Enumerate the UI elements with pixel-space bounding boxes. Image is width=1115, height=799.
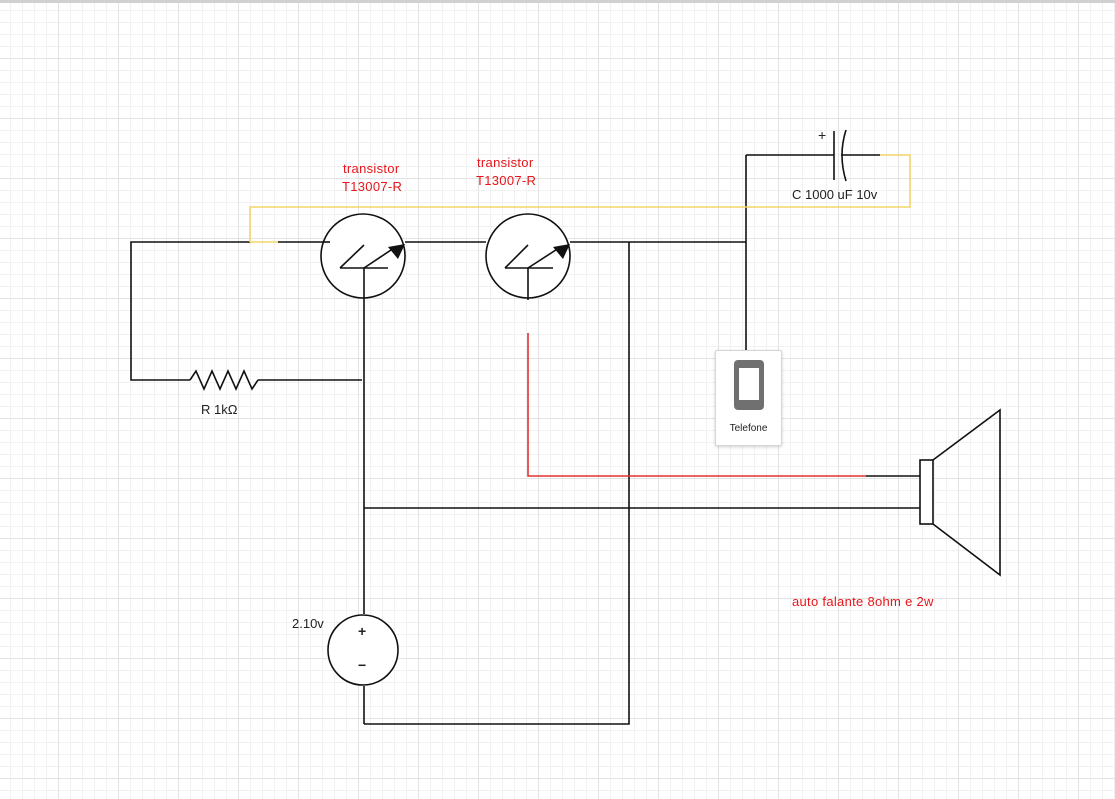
speaker-label: auto falante 8ohm e 2w <box>792 594 934 609</box>
resistor-label: R 1kΩ <box>201 402 238 417</box>
source-minus-sign: − <box>358 657 367 673</box>
loudspeaker-symbol <box>866 408 1001 577</box>
capacitor-label: C 1000 uF 10v <box>792 187 878 202</box>
wire-left-loop <box>130 241 250 381</box>
resistor-symbol <box>189 369 259 391</box>
wire-signal-red <box>527 333 866 477</box>
wire-link-yellow <box>249 154 911 243</box>
smartphone-icon <box>733 359 765 416</box>
transistor-2-arrow <box>553 244 570 259</box>
voltage-source-symbol <box>327 614 399 686</box>
transistor-1-label-line2: T13007-R <box>342 179 403 194</box>
canvas-top-border <box>0 0 1115 3</box>
phone-label: Telefone <box>729 423 768 434</box>
wire-right-rail <box>364 242 630 725</box>
transistor-2-label-line2: T13007-R <box>476 173 537 188</box>
transistor-1-symbol <box>320 213 406 300</box>
transistor-1-label-line1: transistor <box>343 161 400 176</box>
transistor-1-arrow <box>388 244 405 259</box>
capacitor-symbol <box>833 129 880 182</box>
phone-component[interactable]: Telefone <box>715 350 782 446</box>
source-voltage-label: 2.10v <box>292 616 324 631</box>
transistor-2-symbol <box>485 213 571 300</box>
transistor-2-label-line1: transistor <box>477 155 534 170</box>
capacitor-plus-sign: + <box>818 127 827 143</box>
source-plus-sign: + <box>358 623 367 639</box>
